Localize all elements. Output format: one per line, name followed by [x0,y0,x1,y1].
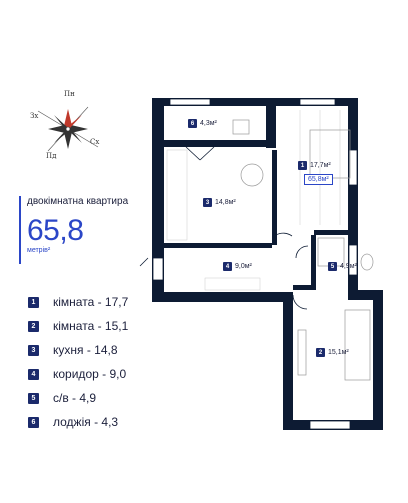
room-legend: 1 кімната - 17,7 2 кімната - 15,1 3 кухн… [28,295,129,440]
room-label-5: 5 4,9м² [328,262,357,271]
room-label-6: 6 4,3м² [188,119,217,128]
legend-badge: 6 [28,416,39,428]
legend-text: кімната - 17,7 [53,295,129,309]
room-badge: 4 [223,262,232,271]
legend-text: кімната - 15,1 [53,319,129,333]
room-badge: 5 [328,262,337,271]
room-badge: 6 [188,119,197,128]
compass-east: Сх [90,138,100,146]
doors [139,146,309,310]
apartment-summary: двокімнатна квартира 65,8 метрів² [19,196,137,264]
room-area: 15,1м² [328,349,349,356]
apartment-area: 65,8 [27,214,84,247]
compass-rose: Пн Сх Пд Зх [28,90,110,170]
legend-item: 4 коридор - 9,0 [28,367,128,381]
room-badge: 1 [298,161,307,170]
legend-text: кухня - 14,8 [53,343,118,357]
accent-line [19,196,21,264]
compass-west: Зх [30,112,39,120]
legend-text: с/в - 4,9 [53,391,97,405]
apartment-type: двокімнатна квартира [27,196,129,207]
legend-item: 3 кухня - 14,8 [28,343,128,357]
compass-south: Пд [46,152,57,160]
legend-badge: 3 [28,344,39,356]
room-area: 9,0м² [235,263,252,270]
room-badge: 3 [203,198,212,207]
legend-text: коридор - 9,0 [53,367,127,381]
compass-icon [37,106,99,152]
compass-north: Пн [64,90,75,98]
legend-item: 6 лоджія - 4,3 [28,415,128,429]
legend-badge: 5 [28,392,39,404]
room-area: 4,9м² [340,263,357,270]
floor-texture [166,110,341,291]
total-area-box: 65,8м² [304,174,333,185]
legend-item: 2 кімната - 15,1 [28,319,129,333]
room-area: 14,8м² [215,199,236,206]
room-label-2: 2 15,1м² [316,348,349,357]
room-badge: 2 [316,348,325,357]
legend-badge: 4 [28,368,39,380]
legend-badge: 2 [28,320,39,332]
legend-item: 1 кімната - 17,7 [28,295,129,309]
room-area: 17,7м² [310,162,331,169]
legend-badge: 1 [28,296,39,308]
room-label-1: 1 17,7м² [298,161,331,170]
room-label-3: 3 14,8м² [203,198,236,207]
room-label-4: 4 9,0м² [223,262,252,271]
legend-item: 5 с/в - 4,9 [28,391,128,405]
furniture [232,119,374,381]
room-area: 4,3м² [200,120,217,127]
windows [152,98,358,430]
apartment-unit: метрів² [27,247,51,254]
legend-text: лоджія - 4,3 [53,415,119,429]
